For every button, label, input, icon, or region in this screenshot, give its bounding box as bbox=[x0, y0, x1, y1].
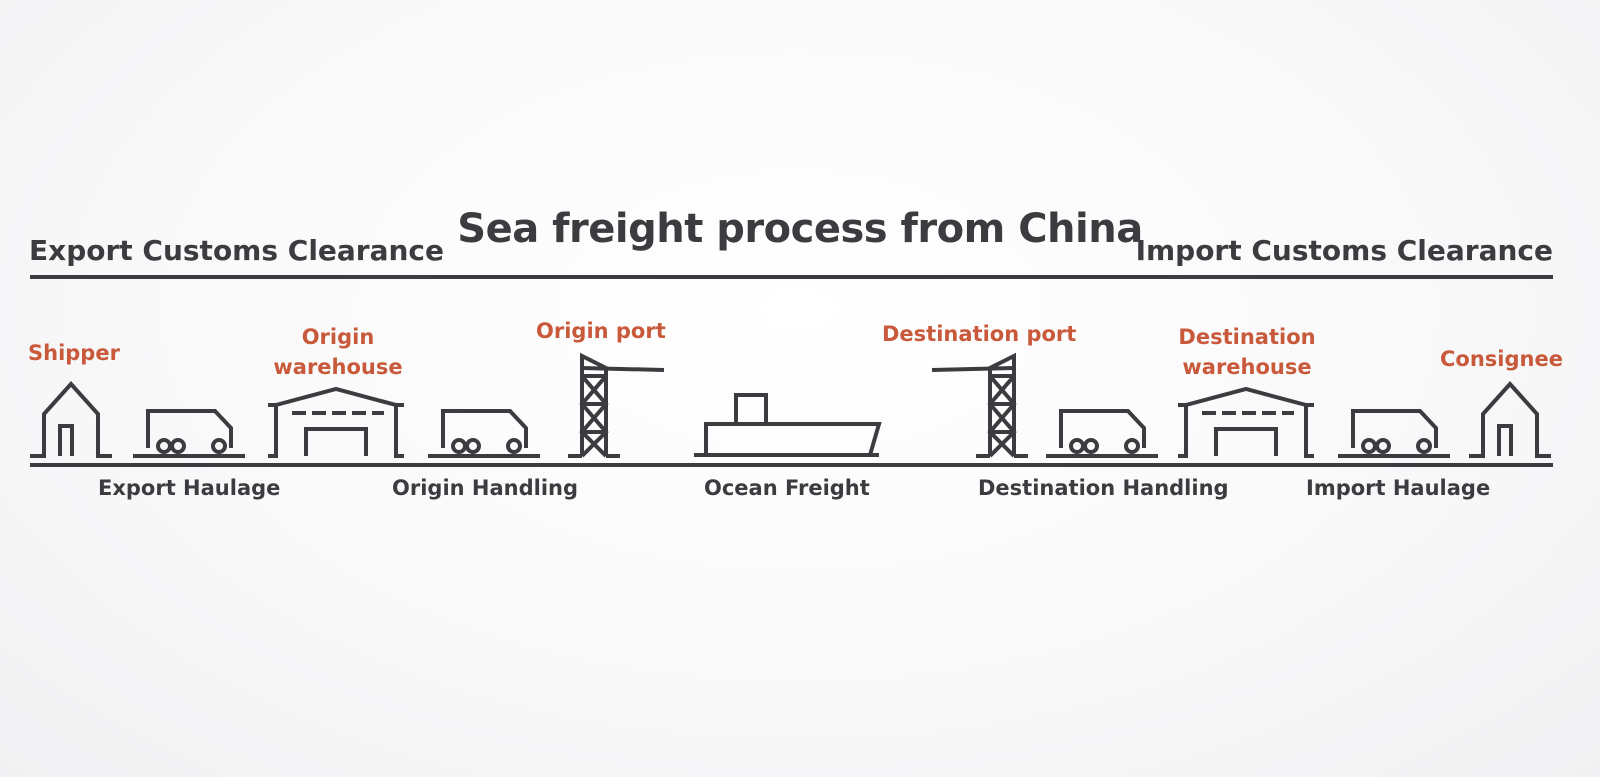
export-customs-clearance-label: Export Customs Clearance bbox=[29, 234, 445, 267]
ground-line bbox=[30, 463, 1553, 467]
origin-warehouse-label-line2: warehouse bbox=[273, 355, 403, 379]
import-haulage-label: Import Haulage bbox=[1306, 476, 1491, 500]
ship-icon bbox=[694, 393, 882, 457]
destination-warehouse-label-line2: warehouse bbox=[1182, 355, 1312, 379]
destination-warehouse-label: Destination warehouse bbox=[1162, 322, 1332, 382]
origin-warehouse-icon bbox=[268, 386, 404, 458]
top-divider bbox=[30, 275, 1553, 279]
ocean-freight-label: Ocean Freight bbox=[704, 476, 870, 500]
shipper-house-icon bbox=[30, 381, 112, 458]
origin-port-crane-icon bbox=[568, 352, 665, 458]
shipper-label: Shipper bbox=[28, 341, 120, 365]
destination-handling-label: Destination Handling bbox=[978, 476, 1229, 500]
export-truck-icon bbox=[133, 409, 245, 458]
origin-handling-label: Origin Handling bbox=[392, 476, 579, 500]
origin-warehouse-label-line1: Origin bbox=[301, 325, 375, 349]
destination-warehouse-label-line1: Destination bbox=[1178, 325, 1316, 349]
consignee-label: Consignee bbox=[1440, 347, 1563, 371]
origin-warehouse-label: Origin warehouse bbox=[268, 322, 408, 382]
page-title: Sea freight process from China bbox=[457, 206, 1143, 252]
import-truck-icon bbox=[1338, 409, 1450, 458]
destination-truck-icon bbox=[1046, 409, 1158, 458]
destination-warehouse-icon bbox=[1178, 386, 1314, 458]
origin-port-label: Origin port bbox=[536, 319, 666, 343]
origin-truck-icon bbox=[428, 409, 540, 458]
destination-port-label: Destination port bbox=[882, 322, 1077, 346]
consignee-house-icon bbox=[1469, 381, 1551, 458]
export-haulage-label: Export Haulage bbox=[98, 476, 281, 500]
import-customs-clearance-label: Import Customs Clearance bbox=[1135, 234, 1553, 267]
destination-port-crane-icon bbox=[931, 352, 1028, 458]
